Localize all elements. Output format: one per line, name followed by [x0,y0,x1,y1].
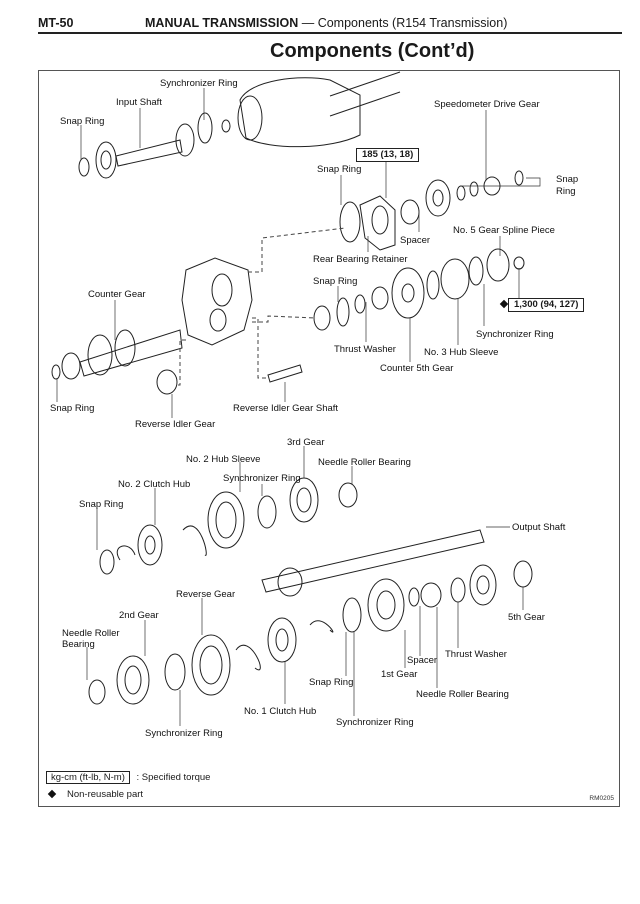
synchronizer-ring-input [197,112,213,144]
legend-torque: kg-cm (ft-lb, N-m) : Specified torque [46,771,211,784]
separator: — [298,16,318,30]
label-synchronizer-ring-input: Synchronizer Ring [160,78,238,89]
label-third-gear: 3rd Gear [287,437,325,448]
label-reverse-idler-gear-shaft: Reverse Idler Gear Shaft [233,403,339,414]
diagram-frame [38,70,620,807]
label-snap-ring-speedo-1: Snap [556,174,579,185]
synchronizer-ring-3rd [257,495,277,529]
snap-ring-rear [339,201,361,243]
label-spacer-output: Spacer [407,655,438,666]
spacer-rear [400,199,420,225]
synchronizer-ring-2nd [164,653,186,691]
label-input-shaft: Input Shaft [116,97,162,108]
label-thrust-washer-output: Thrust Washer [445,649,507,660]
label-needle-roller-bearing-2nd-line1: Needle Roller [62,628,120,639]
label-reverse-idler-gear: Reverse Idler Gear [135,419,216,430]
rear-bearing [425,179,451,217]
rear-bearing-retainer [359,195,396,251]
label-counter-gear: Counter Gear [88,289,146,300]
label-snap-ring-counter: Snap Ring [50,403,95,414]
legend-torque-units: kg-cm (ft-lb, N-m) [46,771,130,784]
second-gear [116,655,150,705]
label-snap-ring-no2: Snap Ring [79,499,124,510]
needle-roller-bearing-2nd [88,679,106,705]
label-snap-ring-input: Snap Ring [60,116,105,127]
label-synchronizer-ring-2nd: Synchronizer Ring [145,728,223,739]
label-reverse-gear: Reverse Gear [176,589,236,600]
torque-no5-gear-spline-piece: 1,300 (94, 127) [508,298,585,312]
page-title: Components (Cont’d) [270,40,475,62]
section-name: MANUAL TRANSMISSION [145,16,299,30]
input-shaft [115,139,183,167]
label-rear-bearing-retainer: Rear Bearing Retainer [313,254,408,265]
third-gear [289,477,319,523]
label-speedometer-drive-gear: Speedometer Drive Gear [434,99,540,110]
label-counter-5th-gear: Counter 5th Gear [380,363,454,374]
output-bearing [469,564,497,606]
intermediate-plate [181,257,253,346]
first-gear [367,578,405,632]
output-shaft [261,529,485,593]
label-second-gear: 2nd Gear [119,610,159,621]
thrust-washer-output [450,577,466,603]
reverse-idler-gear [156,369,178,395]
label-needle-roller-bearing-1st: Needle Roller Bearing [416,689,509,700]
legend-nonreusable-desc: Non-reusable part [67,789,144,800]
synchronizer-ring-1st [342,597,362,633]
page-number: MT-50 [38,16,74,30]
counter-5th-gear [391,267,425,319]
no2-clutch-hub [137,524,163,566]
no3-hub-sleeve [440,258,470,300]
counter-gear [79,329,183,377]
reverse-gear [191,634,231,696]
input-bearing [95,141,117,179]
label-snap-ring-no1: Snap Ring [309,677,354,688]
label-snap-ring-speedo-2: Ring [556,186,576,197]
label-snap-ring-rear: Snap Ring [317,164,362,175]
reverse-idler-gear-shaft [267,364,303,383]
label-thrust-washer-counter: Thrust Washer [334,344,396,355]
needle-roller-bearing-3rd [338,482,358,508]
input-gear [175,123,195,157]
label-fifth-gear: 5th Gear [508,612,545,623]
page-header: MT-50 MANUAL TRANSMISSION — Components (… [38,14,622,34]
no2-hub-sleeve [207,491,245,549]
label-synchronizer-ring-3rd: Synchronizer Ring [223,473,301,484]
diamond-icon [499,299,509,309]
label-synchronizer-ring-no3: Synchronizer Ring [476,329,554,340]
section-title: MANUAL TRANSMISSION — Components (R154 T… [145,16,507,30]
label-first-gear: 1st Gear [381,669,418,680]
label-no2-clutch-hub: No. 2 Clutch Hub [118,479,191,490]
diamond-icon [47,789,57,799]
torque-rear-bearing-retainer: 185 (13, 18) [356,148,420,162]
no5-gear-spline-piece [486,248,510,282]
label-synchronizer-ring-1st: Synchronizer Ring [336,717,414,728]
label-no5-gear-spline-piece: No. 5 Gear Spline Piece [453,225,555,236]
subsection-name: Components (R154 Transmission) [317,16,508,30]
label-needle-roller-bearing-3rd: Needle Roller Bearing [318,457,411,468]
label-no1-clutch-hub: No. 1 Clutch Hub [244,706,317,717]
label-spacer-rear: Spacer [400,235,431,246]
label-snap-ring-counter5: Snap Ring [313,276,358,287]
figure-reference: RM0205 [589,795,614,802]
label-no3-hub-sleeve: No. 3 Hub Sleeve [424,347,499,358]
fifth-gear [513,560,533,588]
no1-clutch-hub [267,617,297,663]
snap-ring-input [78,157,90,177]
label-no2-hub-sleeve: No. 2 Hub Sleeve [186,454,261,465]
legend-nonreusable: Non-reusable part [46,789,143,801]
label-output-shaft: Output Shaft [512,522,566,533]
legend-torque-desc: : Specified torque [136,772,211,783]
label-needle-roller-bearing-2nd-line2: Bearing [62,639,95,650]
counter-bearing [61,352,81,380]
output-assembly-top [239,77,361,148]
